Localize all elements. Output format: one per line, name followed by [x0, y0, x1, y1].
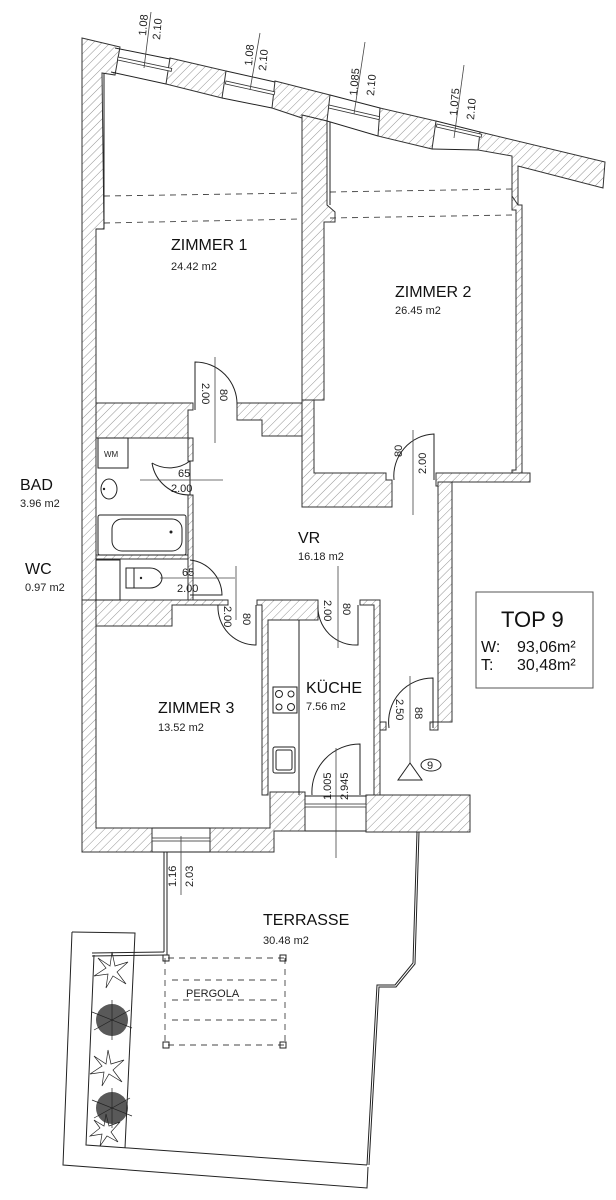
room-labels: ZIMMER 1 24.42 m2 ZIMMER 2 26.45 m2 BAD …	[20, 237, 472, 947]
svg-text:2.945: 2.945	[339, 772, 351, 800]
bad-name: BAD	[20, 477, 53, 494]
zimmer1-name: ZIMMER 1	[171, 237, 248, 254]
interior-walls	[95, 399, 531, 796]
door-kueche-terrace: 1.005 2.945	[311, 743, 361, 858]
door-zimmer2: 80 2.00	[393, 430, 435, 515]
door-kueche: 2.00 80	[317, 566, 359, 648]
exterior-wall-north	[81, 37, 606, 601]
room-outlines	[96, 73, 331, 230]
unit-w-label: W:	[481, 639, 500, 656]
window-3-height: 2.10	[365, 74, 379, 96]
svg-text:2.00: 2.00	[177, 583, 198, 595]
unit-t-value: 30,48m²	[517, 657, 576, 674]
wc-name: WC	[25, 561, 52, 578]
zimmer2-name: ZIMMER 2	[395, 284, 472, 301]
unit-w-value: 93,06m²	[517, 639, 576, 656]
vr-name: VR	[298, 530, 320, 547]
sink-icon	[100, 478, 118, 500]
svg-text:80: 80	[217, 389, 229, 401]
window-4-height: 2.10	[465, 98, 479, 120]
terrasse-name: TERRASSE	[263, 912, 349, 929]
pergola-label: PERGOLA	[186, 988, 240, 1000]
window-1-width: 1.08	[137, 14, 151, 36]
unit-summary-box: TOP 9 W: 93,06m² T: 30,48m²	[475, 591, 594, 689]
kueche-area: 7.56 m2	[306, 701, 346, 713]
svg-text:2.50: 2.50	[393, 699, 405, 720]
svg-text:2.00: 2.00	[417, 453, 429, 474]
svg-text:1.16: 1.16	[167, 866, 179, 887]
stove-icon	[272, 686, 298, 714]
washing-machine	[97, 437, 129, 469]
svg-text:2.03: 2.03	[184, 866, 196, 887]
exterior-wall-south	[81, 599, 471, 853]
zimmer2-area: 26.45 m2	[395, 305, 441, 317]
washing-machine-label: WM	[104, 450, 119, 459]
window-3-width: 1.085	[348, 68, 362, 96]
kitchen-fixtures	[272, 620, 300, 795]
door-wc: 65 2.00	[160, 559, 235, 596]
zimmer1-area: 24.42 m2	[171, 261, 217, 273]
toilet-bowl	[133, 567, 163, 589]
door-zimmer1: 2.00 80	[194, 357, 238, 443]
svg-text:80: 80	[340, 603, 352, 615]
terrasse-area: 30.48 m2	[263, 935, 309, 947]
bathtub-icon	[97, 514, 187, 556]
toilet-icon	[125, 567, 135, 589]
svg-text:65: 65	[178, 468, 190, 480]
svg-text:80: 80	[240, 613, 252, 625]
zimmer3-area: 13.52 m2	[158, 722, 204, 734]
window-2-width: 1.08	[243, 44, 257, 66]
zimmer3-name: ZIMMER 3	[158, 700, 235, 717]
wc-area: 0.97 m2	[25, 582, 65, 594]
kueche-name: KÜCHE	[306, 679, 362, 697]
wc-cistern	[95, 559, 121, 601]
dashed-lines	[103, 188, 513, 224]
terrace-outline	[62, 831, 420, 1189]
entrance-marker	[420, 758, 442, 772]
bad-area: 3.96 m2	[20, 498, 60, 510]
door-zimmer3-terrace: 1.16 2.03	[167, 836, 196, 895]
window-4-width: 1.075	[448, 88, 462, 116]
svg-text:88: 88	[412, 707, 424, 719]
pergola: PERGOLA	[162, 954, 287, 1049]
window-1-height: 2.10	[151, 18, 165, 40]
svg-text:9: 9	[427, 760, 433, 772]
svg-text:2.00: 2.00	[221, 606, 233, 627]
unit-title: TOP 9	[501, 607, 564, 632]
svg-text:1.005: 1.005	[322, 772, 334, 800]
svg-text:2.00: 2.00	[321, 600, 333, 621]
vr-area: 16.18 m2	[298, 551, 344, 563]
door-zimmer3: 2.00 80	[217, 566, 257, 646]
window-dimensions: 1.08 2.10 1.08 2.10 1.085 2.10 1.075 2.1…	[137, 11, 479, 139]
svg-text:80: 80	[393, 445, 405, 457]
entrance-triangle-icon	[397, 762, 423, 781]
unit-t-label: T:	[481, 657, 493, 674]
plants	[88, 951, 133, 1147]
svg-text:65: 65	[182, 567, 194, 579]
door-bad: 65 2.00	[140, 460, 223, 496]
svg-text:2.00: 2.00	[199, 383, 211, 404]
svg-text:2.00: 2.00	[171, 483, 192, 495]
bathroom-fixtures: WM	[95, 437, 187, 601]
kitchen-sink-icon	[272, 746, 296, 774]
window-2-height: 2.10	[257, 49, 271, 71]
door-entrance: 2.50 88 9	[388, 676, 442, 781]
